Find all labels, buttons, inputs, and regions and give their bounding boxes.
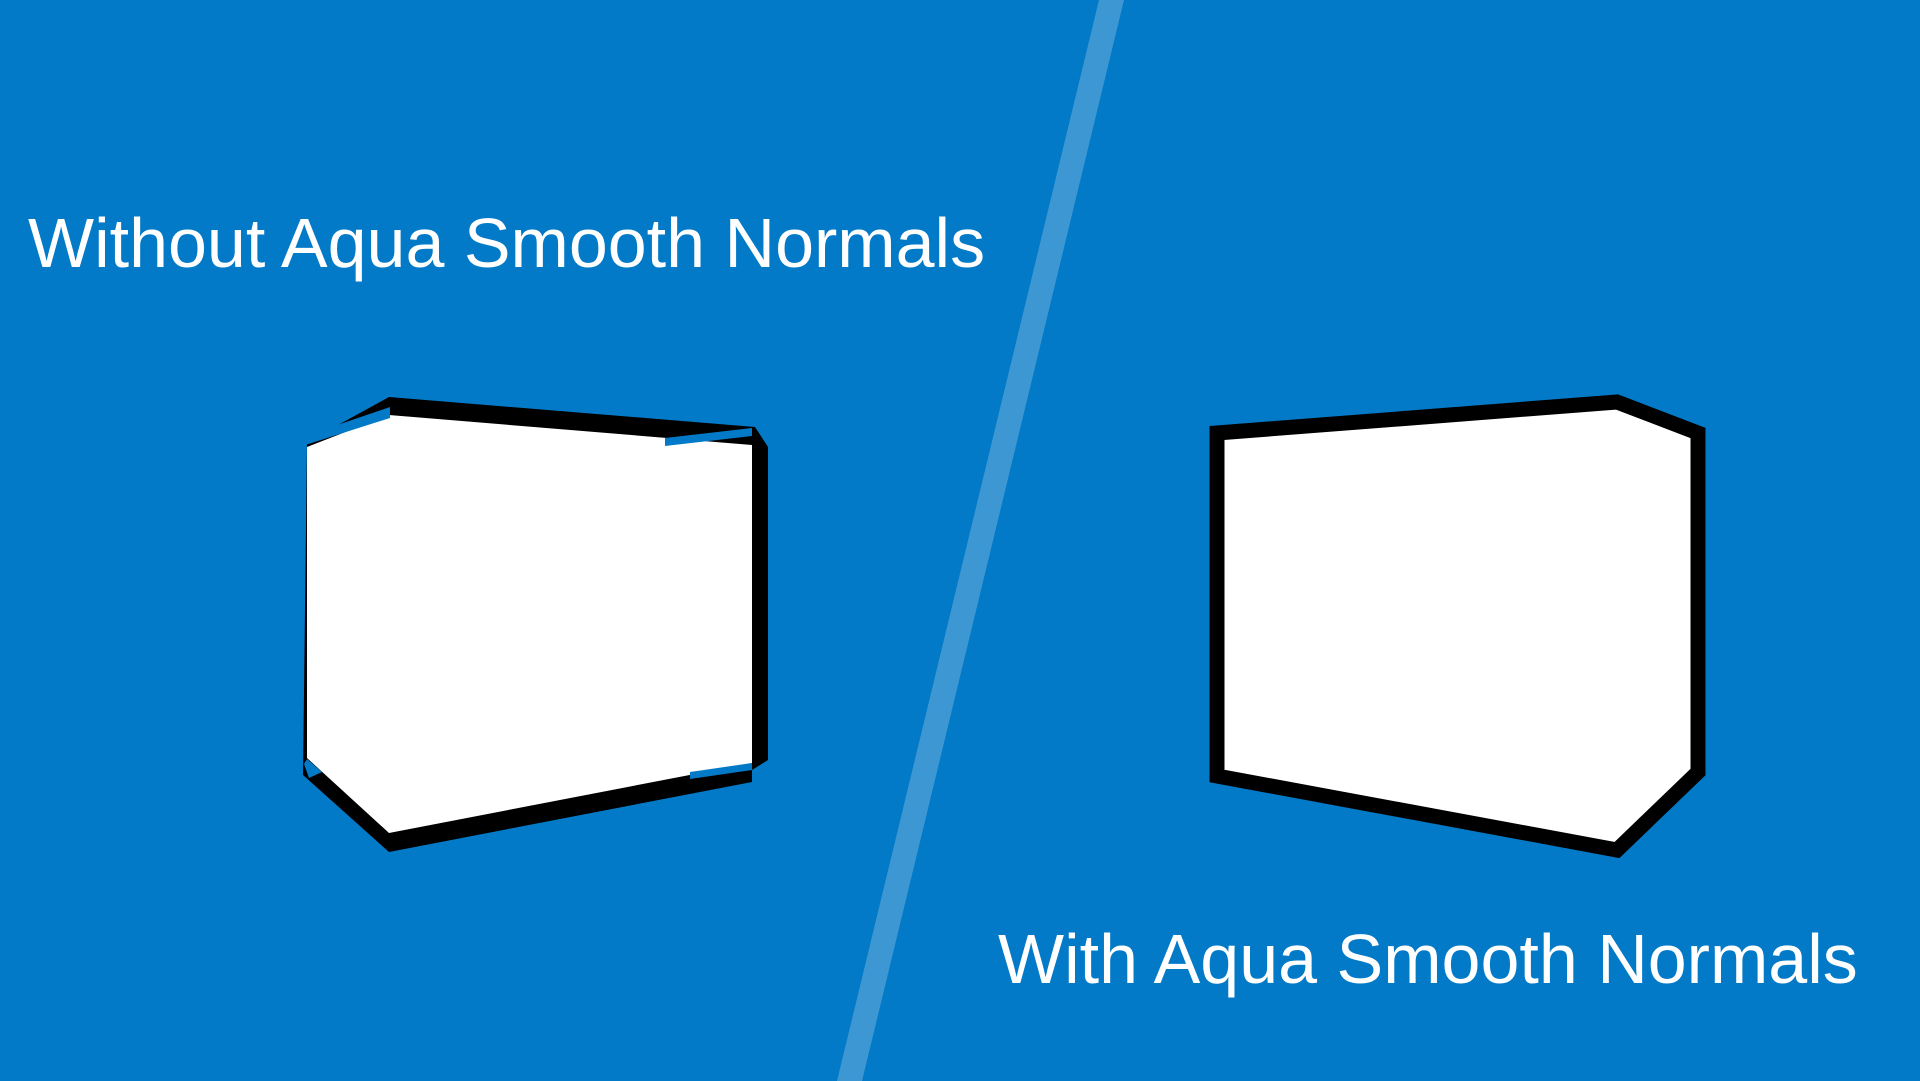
outline-gap-bottom-right — [690, 763, 752, 779]
box-with-smooth-normals — [1209, 394, 1706, 859]
caption-with-smooth-normals: With Aqua Smooth Normals — [998, 920, 1858, 998]
box-outline — [1209, 394, 1706, 859]
outline-gap-top-left — [302, 407, 390, 446]
box-without-smooth-normals — [302, 397, 768, 852]
outline-gap-top-right — [665, 428, 752, 446]
outline-gap-bottom-left — [304, 759, 322, 778]
caption-without-smooth-normals: Without Aqua Smooth Normals — [28, 204, 986, 282]
box-face — [307, 415, 752, 833]
diagonal-divider — [837, 0, 1124, 1081]
